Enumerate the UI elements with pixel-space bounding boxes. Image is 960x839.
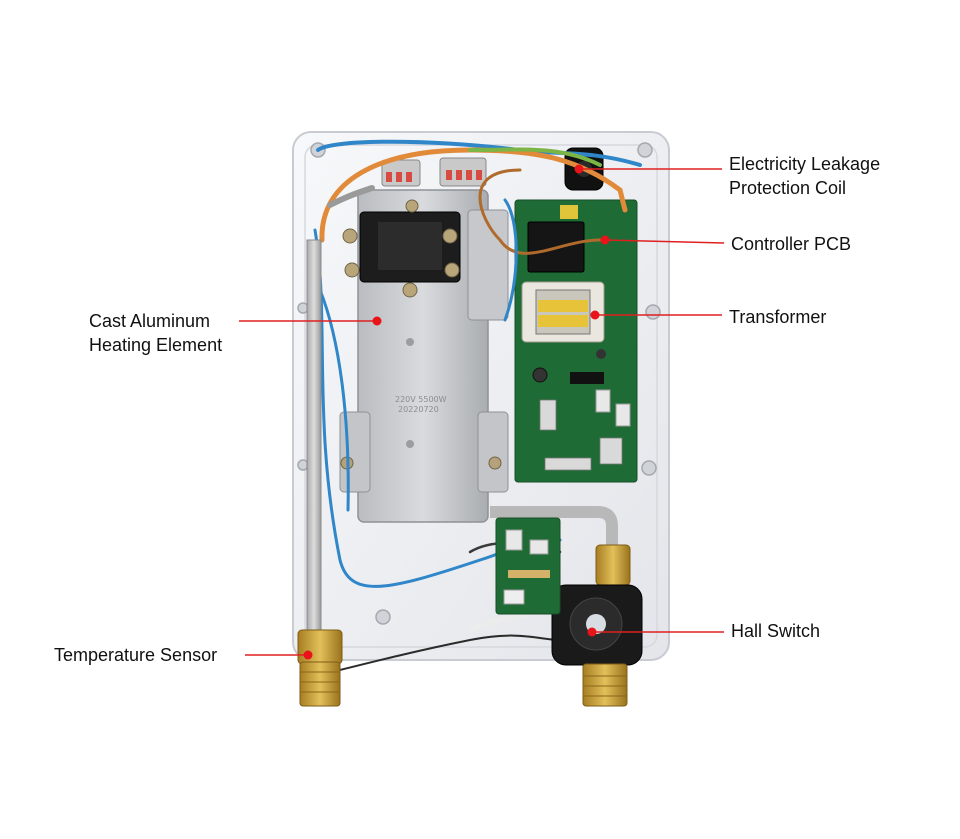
marker-heating-element <box>372 316 382 326</box>
sub-pcb-board <box>495 517 561 615</box>
thermostat-block <box>342 199 461 298</box>
marker-controller-pcb <box>600 235 610 245</box>
label-hall-switch-line1: Hall Switch <box>731 621 821 641</box>
temperature-sensor-pipe <box>297 239 343 707</box>
marker-leakage-coil <box>574 164 584 174</box>
label-leakage-coil-line1: Electricity Leakage <box>729 154 881 174</box>
label-heating-element-line1: Cast Aluminum <box>89 311 211 331</box>
marker-hall-switch <box>587 627 597 637</box>
label-temperature-sensor: Temperature Sensor <box>54 643 217 667</box>
label-heating-element: Cast Aluminum Heating Element <box>89 309 222 357</box>
marker-temperature-sensor <box>303 650 313 660</box>
label-heating-element-line2: Heating Element <box>89 335 223 355</box>
leader-lines <box>239 168 725 656</box>
label-hall-switch: Hall Switch <box>731 619 820 643</box>
label-transformer: Transformer <box>729 305 826 329</box>
label-temperature-sensor-line1: Temperature Sensor <box>54 645 218 665</box>
markers <box>303 164 610 660</box>
transformer-part <box>521 281 605 343</box>
label-controller-pcb: Controller PCB <box>731 232 851 256</box>
svg-text:220V 5500W: 220V 5500W <box>395 395 447 404</box>
label-transformer-line1: Transformer <box>729 307 827 327</box>
leader-controller-pcb <box>604 239 725 244</box>
label-leakage-coil: Electricity Leakage Protection Coil <box>729 152 880 200</box>
hall-switch-pipe <box>490 506 643 707</box>
label-controller-pcb-line1: Controller PCB <box>731 234 852 254</box>
svg-text:20220720: 20220720 <box>398 405 439 414</box>
marker-transformer <box>590 310 600 320</box>
label-leakage-coil-line2: Protection Coil <box>729 178 847 198</box>
terminal-connectors <box>381 157 487 187</box>
